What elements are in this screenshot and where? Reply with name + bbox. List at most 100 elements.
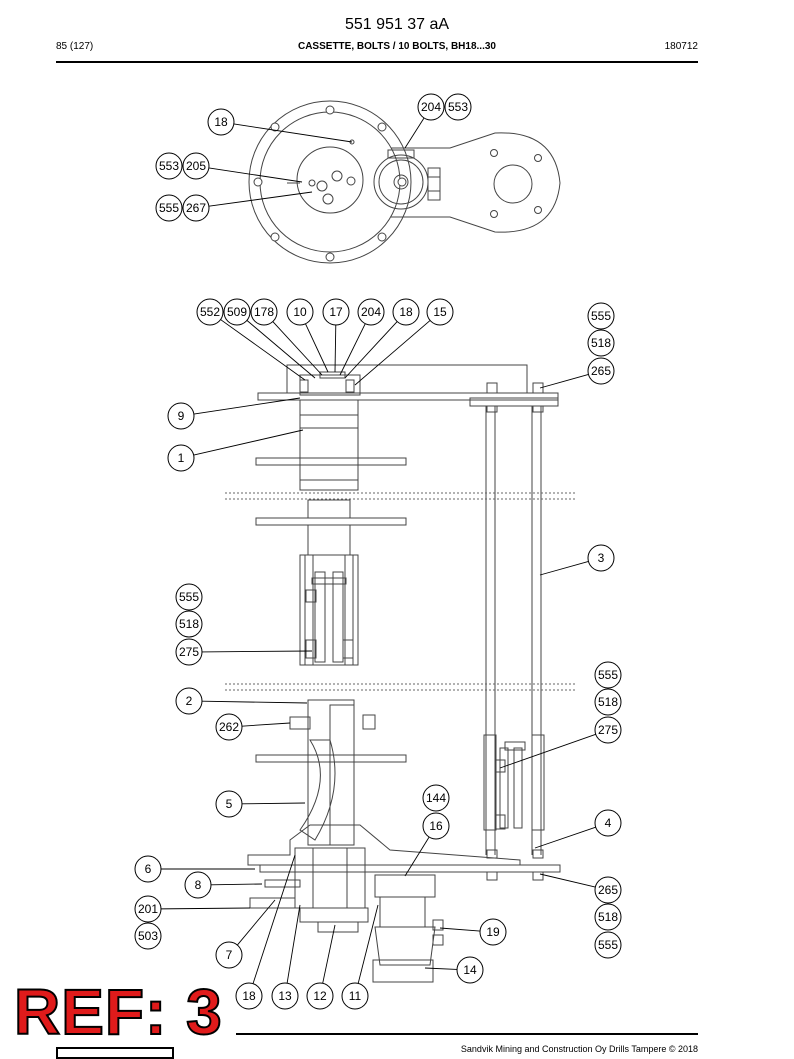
callout-552: 552 xyxy=(196,298,306,381)
callout-circle xyxy=(215,790,243,818)
callout-555: 555 xyxy=(175,583,203,611)
callout-circle xyxy=(357,298,385,326)
callout-553: 553 xyxy=(155,152,183,180)
callout-label: 555 xyxy=(179,590,199,604)
callout-11: 11 xyxy=(341,904,379,1010)
callout-275: 275 xyxy=(499,716,622,769)
callout-label: 201 xyxy=(138,902,158,916)
callout-circle xyxy=(587,357,615,385)
callout-circle xyxy=(594,876,622,904)
callout-label: 555 xyxy=(598,938,618,952)
leader-line xyxy=(201,650,313,653)
callout-label: 265 xyxy=(598,883,618,897)
callout-label: 275 xyxy=(598,723,618,737)
leader-line xyxy=(252,854,296,984)
callout-2: 2 xyxy=(175,687,308,715)
callout-circle xyxy=(175,687,203,715)
callout-267: 267 xyxy=(182,191,313,222)
callout-label: 518 xyxy=(598,910,618,924)
leader-line xyxy=(539,561,589,576)
callout-555: 555 xyxy=(594,931,622,959)
leader-line xyxy=(439,927,481,932)
callout-label: 18 xyxy=(242,989,256,1003)
callout-circle xyxy=(184,871,212,899)
callout-16: 16 xyxy=(404,812,450,877)
callout-205: 205 xyxy=(182,152,303,183)
callout-label: 13 xyxy=(278,989,292,1003)
leader-line xyxy=(210,883,263,886)
callout-518: 518 xyxy=(175,610,203,638)
callout-circle xyxy=(182,194,210,222)
callout-label: 204 xyxy=(361,305,381,319)
callout-label: 11 xyxy=(349,989,362,1003)
callout-18: 18 xyxy=(207,108,353,143)
callout-201: 201 xyxy=(134,895,251,923)
callout-circle xyxy=(167,444,195,472)
callout-7: 7 xyxy=(215,899,276,969)
callout-label: 17 xyxy=(329,305,343,319)
callout-9: 9 xyxy=(167,397,301,430)
callout-circle xyxy=(422,784,450,812)
callout-265: 265 xyxy=(539,357,615,389)
callout-8: 8 xyxy=(184,871,263,899)
callout-label: 9 xyxy=(178,409,185,423)
callout-204: 204 xyxy=(339,298,385,376)
callout-circle xyxy=(417,93,445,121)
callout-13: 13 xyxy=(271,904,301,1010)
callout-circle xyxy=(134,922,162,950)
callout-label: 553 xyxy=(159,159,179,173)
callout-circle xyxy=(286,298,314,326)
leader-line xyxy=(193,429,304,456)
callout-label: 518 xyxy=(591,336,611,350)
brand-logo xyxy=(56,1047,174,1059)
callout-178: 178 xyxy=(250,298,323,376)
callout-label: 518 xyxy=(179,617,199,631)
callout-circle xyxy=(250,298,278,326)
copyright-text: Sandvik Mining and Construction Oy Drill… xyxy=(460,1044,698,1054)
leader-line xyxy=(272,321,323,376)
callout-label: 555 xyxy=(598,668,618,682)
callout-12: 12 xyxy=(306,924,336,1010)
callout-label: 5 xyxy=(226,797,233,811)
callout-265: 265 xyxy=(539,873,622,904)
callout-circle xyxy=(167,402,195,430)
callout-label: 1 xyxy=(178,451,185,465)
ref-label: REF: 3 xyxy=(13,976,223,1048)
callout-circle xyxy=(175,583,203,611)
leader-line xyxy=(241,722,291,727)
callout-555: 555 xyxy=(587,302,615,330)
leader-line xyxy=(344,321,398,379)
callout-circle xyxy=(207,108,235,136)
callout-label: 265 xyxy=(591,364,611,378)
callout-label: 205 xyxy=(186,159,206,173)
callout-circle xyxy=(594,688,622,716)
callout-circle xyxy=(175,610,203,638)
callout-label: 553 xyxy=(448,100,468,114)
callout-circle xyxy=(196,298,224,326)
leader-line xyxy=(208,191,313,207)
leader-line xyxy=(339,323,366,376)
callout-circle xyxy=(182,152,210,180)
callout-4: 4 xyxy=(534,809,622,849)
page-title: CASSETTE, BOLTS / 10 BOLTS, BH18...30 xyxy=(297,41,496,52)
header-rule xyxy=(56,61,698,63)
callout-275: 275 xyxy=(175,638,313,666)
leader-line xyxy=(160,907,251,910)
break-lines xyxy=(225,492,575,691)
callout-circle xyxy=(594,931,622,959)
leader-line xyxy=(241,802,306,805)
callout-circle xyxy=(422,812,450,840)
callout-label: 509 xyxy=(227,305,247,319)
callout-label: 14 xyxy=(463,963,477,977)
callout-3: 3 xyxy=(539,544,615,576)
callout-label: 8 xyxy=(195,878,202,892)
callout-label: 555 xyxy=(591,309,611,323)
callout-circle xyxy=(134,895,162,923)
callout-circle xyxy=(271,982,299,1010)
callout-circle xyxy=(594,903,622,931)
leader-line xyxy=(193,397,301,415)
callout-5: 5 xyxy=(215,790,306,818)
callout-label: 15 xyxy=(433,305,447,319)
leader-line xyxy=(534,826,596,849)
callout-circle xyxy=(235,982,263,1010)
